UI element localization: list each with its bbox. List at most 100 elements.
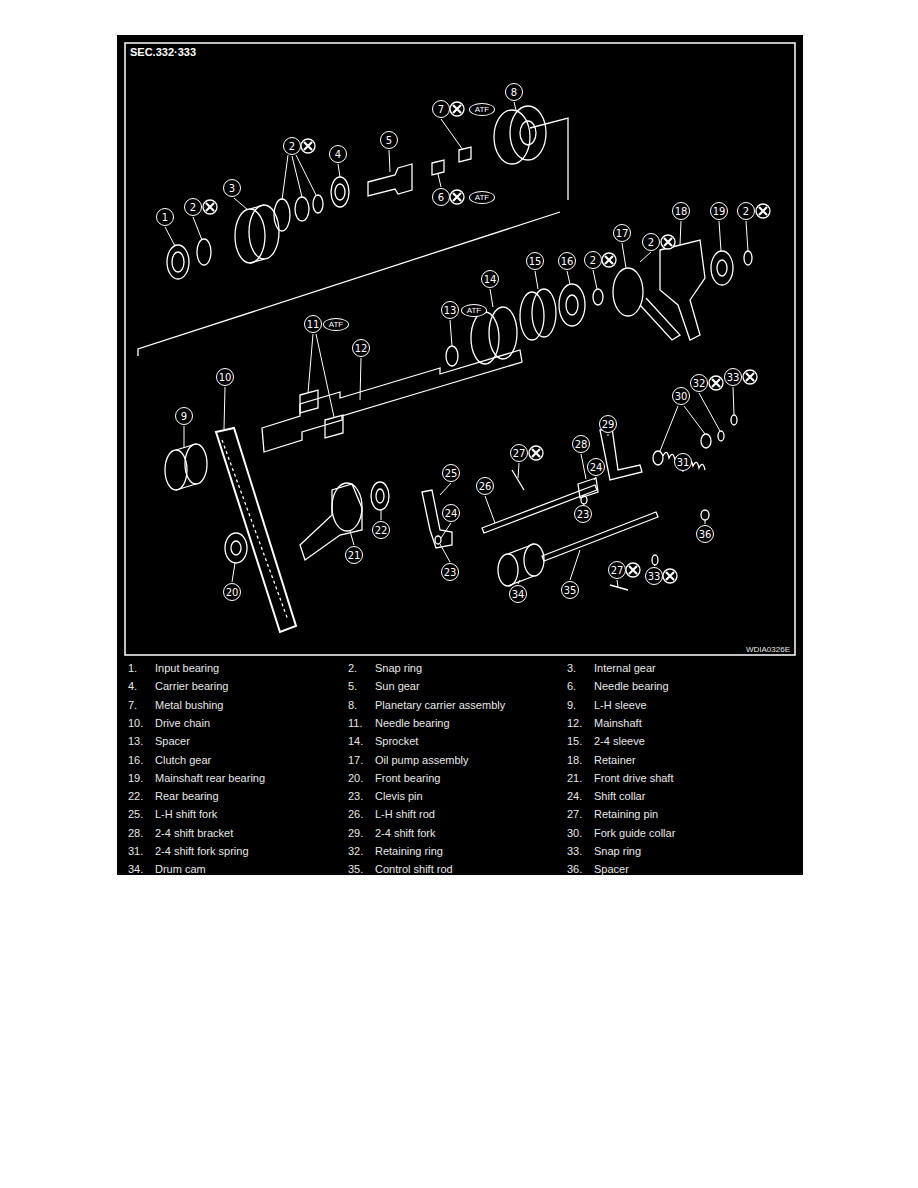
part-name: Metal bushing bbox=[155, 699, 224, 712]
part-name: Internal gear bbox=[594, 662, 656, 675]
part-number: 6. bbox=[567, 680, 576, 693]
no-reuse-symbol bbox=[756, 204, 770, 218]
part-name: 2-4 shift fork bbox=[375, 827, 436, 840]
part-number: 3. bbox=[567, 662, 576, 675]
no-reuse-symbol bbox=[450, 102, 464, 116]
callout-number: 14 bbox=[481, 270, 499, 288]
no-reuse-symbol bbox=[661, 235, 675, 249]
part-name: Front bearing bbox=[375, 772, 440, 785]
callout-number: 2 bbox=[737, 202, 755, 220]
part-number: 18. bbox=[567, 754, 582, 767]
part-name: Control shift rod bbox=[375, 863, 453, 876]
part-number: 16. bbox=[128, 754, 143, 767]
part-number: 8. bbox=[348, 699, 357, 712]
callout-number: 19 bbox=[710, 202, 728, 220]
part-number: 1. bbox=[128, 662, 137, 675]
part-name: Needle bearing bbox=[375, 717, 450, 730]
fluid-symbol: ATF bbox=[461, 304, 487, 317]
callout-number: 2 bbox=[642, 233, 660, 251]
part-name: Rear bearing bbox=[155, 790, 219, 803]
callout-number: 15 bbox=[526, 252, 544, 270]
part-name: Retaining ring bbox=[375, 845, 443, 858]
part-name: Sprocket bbox=[375, 735, 418, 748]
part-number: 33. bbox=[567, 845, 582, 858]
no-reuse-symbol bbox=[626, 563, 640, 577]
callout-number: 34 bbox=[509, 585, 527, 603]
part-name: Planetary carrier assembly bbox=[375, 699, 505, 712]
no-reuse-cross bbox=[304, 142, 312, 150]
callout-number: 9 bbox=[175, 407, 193, 425]
part-number: 5. bbox=[348, 680, 357, 693]
section-title: SEC.332·333 bbox=[130, 46, 196, 58]
part-number: 11. bbox=[348, 717, 362, 730]
callout-number: 24 bbox=[442, 504, 460, 522]
part-name: Spacer bbox=[594, 863, 629, 876]
part-name: Input bearing bbox=[155, 662, 219, 675]
callout-number: 22 bbox=[372, 521, 390, 539]
callout-number: 2 bbox=[584, 251, 602, 269]
part-number: 22. bbox=[128, 790, 143, 803]
callout-number: 24 bbox=[587, 458, 605, 476]
callout-number: 23 bbox=[441, 563, 459, 581]
callout-number: 2 bbox=[283, 137, 301, 155]
part-number: 17. bbox=[348, 754, 363, 767]
no-reuse-symbol bbox=[602, 253, 616, 267]
callout-number: 33 bbox=[645, 567, 663, 585]
no-reuse-symbol bbox=[450, 190, 464, 204]
part-number: 32. bbox=[348, 845, 363, 858]
part-number: 28. bbox=[128, 827, 143, 840]
callout-number: 31 bbox=[674, 453, 692, 471]
callout-number: 8 bbox=[505, 83, 523, 101]
diagram-panel bbox=[117, 35, 803, 875]
callout-number: 27 bbox=[510, 444, 528, 462]
part-name: Retaining pin bbox=[594, 808, 658, 821]
part-number: 24. bbox=[567, 790, 582, 803]
callout-number: 2 bbox=[184, 198, 202, 216]
part-name: Clevis pin bbox=[375, 790, 423, 803]
part-number: 25. bbox=[128, 808, 143, 821]
callout-number: 26 bbox=[476, 477, 494, 495]
part-number: 27. bbox=[567, 808, 582, 821]
part-number: 10. bbox=[128, 717, 143, 730]
no-reuse-cross bbox=[664, 238, 672, 246]
callout-number: 25 bbox=[442, 464, 460, 482]
no-reuse-symbol bbox=[203, 200, 217, 214]
no-reuse-symbol bbox=[709, 376, 723, 390]
part-name: 2-4 shift fork spring bbox=[155, 845, 249, 858]
callout-number: 29 bbox=[599, 415, 617, 433]
part-name: Retainer bbox=[594, 754, 636, 767]
part-number: 13. bbox=[128, 735, 143, 748]
part-name: L-H sleeve bbox=[594, 699, 647, 712]
no-reuse-cross bbox=[453, 193, 461, 201]
part-name: Mainshaft rear bearing bbox=[155, 772, 265, 785]
no-reuse-cross bbox=[759, 207, 767, 215]
no-reuse-cross bbox=[712, 379, 720, 387]
fluid-symbol: ATF bbox=[469, 191, 495, 204]
no-reuse-cross bbox=[453, 105, 461, 113]
no-reuse-symbol bbox=[743, 370, 757, 384]
no-reuse-symbol bbox=[663, 569, 677, 583]
callout-number: 36 bbox=[696, 525, 714, 543]
no-reuse-cross bbox=[532, 449, 540, 457]
callout-number: 17 bbox=[613, 224, 631, 242]
part-name: Spacer bbox=[155, 735, 190, 748]
part-name: Sun gear bbox=[375, 680, 420, 693]
callout-number: 21 bbox=[345, 546, 363, 564]
part-name: Snap ring bbox=[375, 662, 422, 675]
callout-number: 3 bbox=[223, 179, 241, 197]
part-name: L-H shift fork bbox=[155, 808, 217, 821]
callout-number: 28 bbox=[572, 435, 590, 453]
part-name: Drum cam bbox=[155, 863, 206, 876]
part-number: 9. bbox=[567, 699, 576, 712]
part-name: L-H shift rod bbox=[375, 808, 435, 821]
part-number: 30. bbox=[567, 827, 582, 840]
fluid-symbol: ATF bbox=[469, 103, 495, 116]
callout-number: 13 bbox=[441, 301, 459, 319]
part-name: Shift collar bbox=[594, 790, 645, 803]
part-name: 2-4 sleeve bbox=[594, 735, 645, 748]
no-reuse-symbol bbox=[529, 446, 543, 460]
no-reuse-cross bbox=[629, 566, 637, 574]
callout-number: 10 bbox=[216, 368, 234, 386]
part-number: 34. bbox=[128, 863, 143, 876]
no-reuse-cross bbox=[746, 373, 754, 381]
